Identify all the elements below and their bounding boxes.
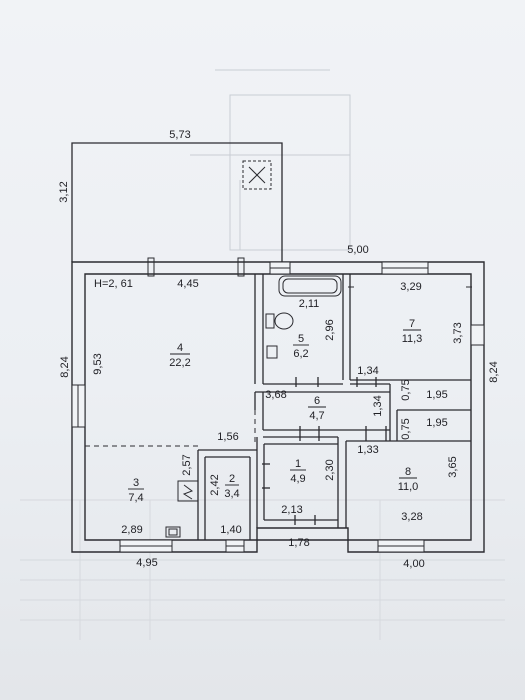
windows: [71, 257, 485, 553]
boiler-icon: [177, 480, 199, 502]
bottom-right-width-label: 4,00: [403, 558, 424, 570]
exterior-walls: [71, 261, 485, 553]
door-marks: [262, 377, 387, 525]
room5-height-label: 2,96: [324, 319, 336, 340]
room-5-number: 5: [298, 333, 304, 345]
kitchen-sink-icon: [165, 526, 181, 538]
gap-lower-label: 0,75: [400, 418, 412, 439]
room-2-area: 3,4: [224, 488, 239, 500]
top-right-width-label: 5,00: [347, 244, 368, 256]
room-6-area: 4,7: [309, 410, 324, 422]
room7-bottom-right-label: 1,95: [426, 389, 447, 401]
ceiling-height-label: H=2, 61: [94, 278, 133, 290]
porch-annex: [71, 142, 283, 262]
room7-bottom-left-label: 1,34: [357, 365, 378, 377]
corridor-width-label: 3,68: [265, 389, 286, 401]
room-3-area: 7,4: [128, 492, 143, 504]
sink-icon: [266, 345, 278, 359]
room-1-area: 4,9: [290, 473, 305, 485]
zone-boundaries: [85, 392, 256, 447]
annex-width-label: 5,73: [169, 129, 190, 141]
bathtub-icon: [278, 275, 342, 297]
right-height-label: 8,24: [488, 361, 500, 382]
room2-height-label: 2,42: [209, 474, 221, 495]
corridor-height-label: 1,34: [372, 395, 384, 416]
room4-bottom-label: 1,56: [217, 431, 238, 443]
room2-bottom-label: 1,40: [220, 524, 241, 536]
room4-width-label: 4,45: [177, 278, 198, 290]
left-height-label: 8,24: [59, 356, 71, 377]
room7-height-label: 3,73: [452, 322, 464, 343]
room-6-number: 6: [314, 395, 320, 407]
room-4-area: 22,2: [169, 357, 190, 369]
annex-depth-label: 3,12: [58, 181, 70, 202]
room-2-number: 2: [229, 473, 235, 485]
room-3-number: 3: [133, 477, 139, 489]
toilet-icon: [265, 312, 294, 330]
room-7-number: 7: [409, 318, 415, 330]
room1-bottom-label: 2,13: [281, 504, 302, 516]
room4-height-label: 9,53: [92, 353, 104, 374]
room8-top-label: 1,95: [426, 417, 447, 429]
bottom-mid-width-label: 1,78: [288, 537, 309, 549]
room7-width-label: 3,29: [400, 281, 421, 293]
background-sketch: [20, 69, 505, 640]
room-8-number: 8: [405, 466, 411, 478]
room-labels: [128, 329, 421, 490]
bottom-left-width-label: 4,95: [136, 557, 157, 569]
room3-height-label: 2,57: [181, 454, 193, 475]
dimension-labels: 5,73 3,12 5,00 8,24 8,24 4,95 1,78 4,00 …: [58, 129, 500, 570]
room-8-area: 11,0: [398, 481, 419, 493]
room8-height-label: 3,65: [447, 456, 459, 477]
room-4-number: 4: [177, 342, 183, 354]
gap-upper-label: 0,75: [400, 379, 412, 400]
skylight-symbol: [242, 160, 272, 190]
room3-bottom-label: 2,89: [121, 524, 142, 536]
room-7-area: 11,3: [402, 333, 423, 345]
room1-height-label: 2,30: [324, 459, 336, 480]
room-5-area: 6,2: [293, 348, 308, 360]
room8-bottom-label: 3,28: [401, 511, 422, 523]
room-1-number: 1: [295, 458, 301, 470]
room-numbers: 4 22,2 5 6,2 7 11,3 6 4,7 3 7,4 2 3,4 1 …: [128, 318, 422, 504]
corridor-bottom-label: 1,33: [357, 444, 378, 456]
room5-width-label: 2,11: [299, 298, 320, 310]
